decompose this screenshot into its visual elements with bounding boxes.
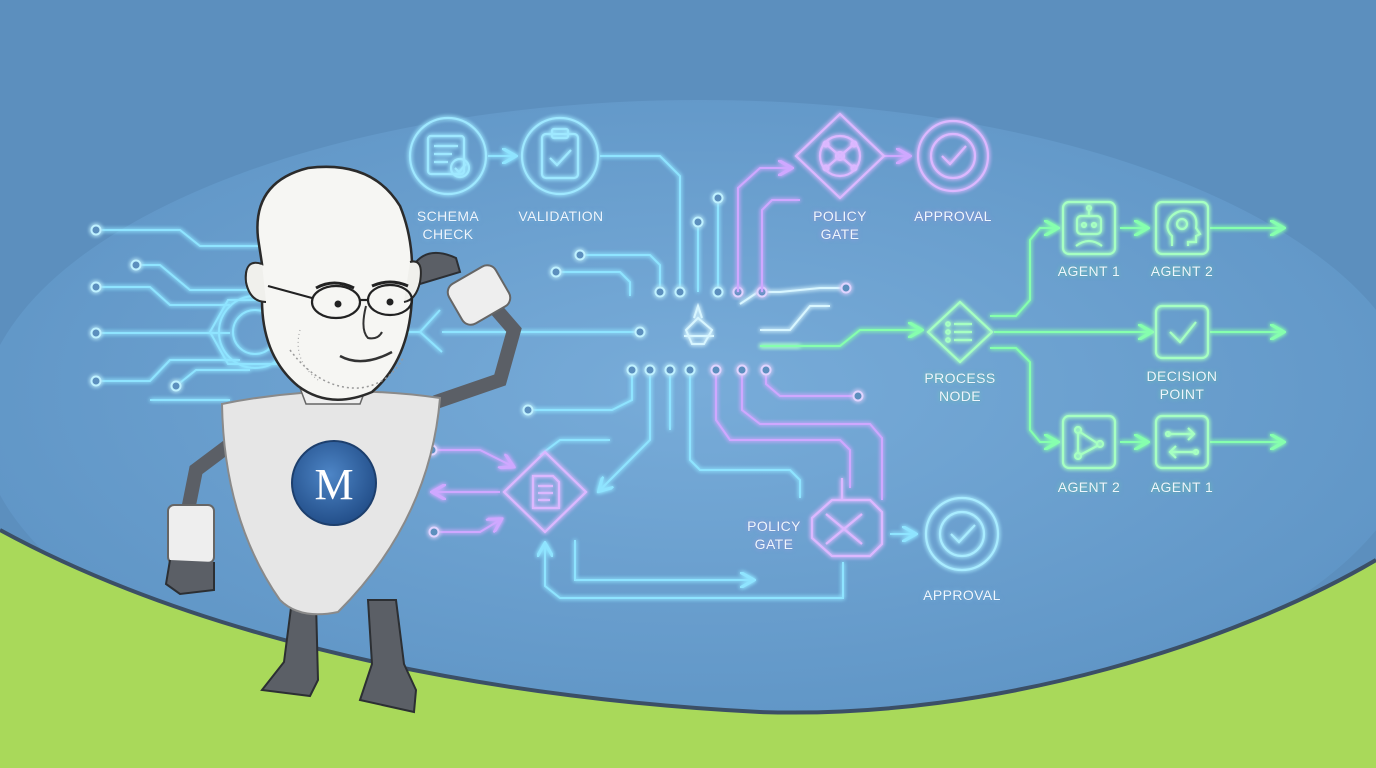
approval-top-icon	[916, 119, 990, 193]
label-decision-point: DECISION POINT	[1146, 368, 1218, 402]
decision-point-icon	[1154, 304, 1210, 360]
label-policy-gate-bottom: POLICY GATE	[747, 518, 801, 552]
label-agent1-top: AGENT 1	[1057, 263, 1121, 279]
label-approval-top: APPROVAL	[914, 208, 992, 224]
label-process-node: PROCESS NODE	[924, 370, 996, 404]
agent2-top-icon	[1154, 200, 1210, 256]
ground	[0, 530, 1376, 768]
ground-rim	[0, 528, 1376, 715]
green-circuit	[760, 228, 1282, 442]
label-agent2-top: AGENT 2	[1150, 263, 1214, 279]
purple-circuit	[432, 156, 908, 532]
policy-gate-top-icon	[794, 112, 886, 200]
label-approval-bottom: APPROVAL	[923, 587, 1001, 603]
agent1-bottom-icon	[1154, 414, 1210, 470]
mascot: M	[164, 165, 522, 714]
process-node-icon	[926, 300, 994, 364]
policy-gate-bottom-icon	[810, 478, 884, 558]
label-policy-gate-top: POLICY GATE	[813, 208, 867, 242]
schema-check-icon	[408, 116, 488, 196]
label-schema-check: SCHEMA CHECK	[416, 208, 480, 242]
agent2-bottom-icon	[1061, 414, 1117, 470]
approval-bottom-icon	[924, 496, 1000, 572]
label-agent1-bottom: AGENT 1	[1150, 479, 1214, 495]
document-diamond-icon	[502, 450, 588, 534]
clipboard-check-icon	[520, 116, 600, 196]
mascot-badge	[291, 440, 377, 526]
label-validation: VALIDATION	[518, 208, 604, 224]
agent1-top-icon	[1061, 200, 1117, 256]
label-agent2-bottom: AGENT 2	[1057, 479, 1121, 495]
mascot-badge-letter: M	[314, 460, 353, 509]
